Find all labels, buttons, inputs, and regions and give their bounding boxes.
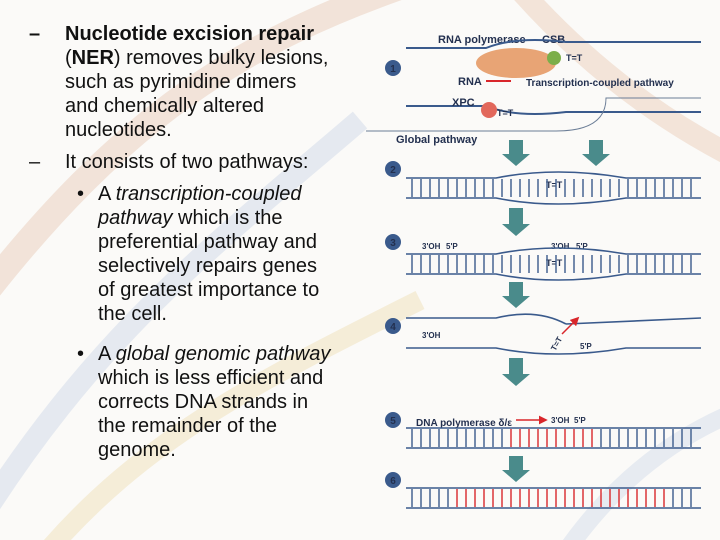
lesion-tt: T=T [546,258,563,268]
label-3oh: 3'OH [551,416,570,425]
bullet-line: the remainder of the [98,415,277,437]
bullet-dash: – [29,23,41,45]
label-5p: 5'P [574,416,586,425]
lesion-tt: T=T [546,180,563,190]
label-3oh: 3'OH [422,331,441,340]
label-xpc: XPC [452,97,475,109]
sub-bullet-dot: • [77,343,85,365]
sub-bullet-dot: • [77,183,85,205]
lesion-tt: T=T [549,335,564,352]
csb-protein [547,51,561,65]
step-number: 6 [390,476,396,487]
ner-pathway-figure: 1 RNA polymerase CSB T=T RNA Transcripti… [366,34,702,509]
dna-duplex-step3 [406,247,701,281]
dna-duplex-step5 [406,427,701,449]
dna-duplex-step4 [406,313,702,355]
bullet-line: the cell. [98,303,167,325]
ner-heading: Nucleotide excision repair [65,23,314,45]
bullet-line: preferential pathway and [98,231,318,253]
label-rna: RNA [458,76,482,88]
label-global-pathway: Global pathway [396,134,478,146]
xpc-protein [481,102,497,118]
lesion-tt: T=T [497,108,514,118]
bullet-line: and chemically altered [65,95,264,117]
bullet-line: genome. [98,439,176,461]
label-transcription-coupled: Transcription-coupled pathway [526,78,674,89]
rna-polymerase-shape [476,48,556,78]
step-number: 3 [390,238,396,249]
step-number: 2 [390,165,396,176]
label-5p: 5'P [576,242,588,251]
bullet-line: of greatest importance to [98,279,320,301]
dna-base-pairs [411,179,692,507]
label-rna-polymerase: RNA polymerase [438,34,526,46]
bullet-dash: – [29,151,41,173]
step-number: 1 [390,64,396,75]
label-5p: 5'P [580,342,592,351]
bullet-line: such as pyrimidine dimers [65,71,297,93]
bullet-line: nucleotides. [65,119,172,141]
bullet-line: which is less efficient and [98,367,324,389]
label-5p: 5'P [446,242,458,251]
bullet-line: A transcription-coupled [98,183,302,205]
lesion-tt: T=T [566,53,583,63]
dna-duplex-step6 [406,487,701,509]
bullet-text: – Nucleotide excision repair (NER) remov… [29,23,331,461]
bullet-line: A global genomic pathway [98,343,331,365]
step-number: 5 [390,416,396,427]
bullet-line: It consists of two pathways: [65,151,309,173]
bullet-line: pathway which is the [98,207,283,229]
label-3oh: 3'OH [551,242,570,251]
bullet-line: corrects DNA strands in [98,391,309,413]
step-marker [385,60,401,76]
step-number: 4 [390,322,396,333]
label-3oh: 3'OH [422,242,441,251]
bullet-line: (NER) removes bulky lesions, [65,47,329,69]
dna-duplex-step2 [406,171,701,205]
label-dna-polymerase: DNA polymerase δ/ε [416,418,512,429]
bullet-line: selectively repairs genes [98,255,317,277]
